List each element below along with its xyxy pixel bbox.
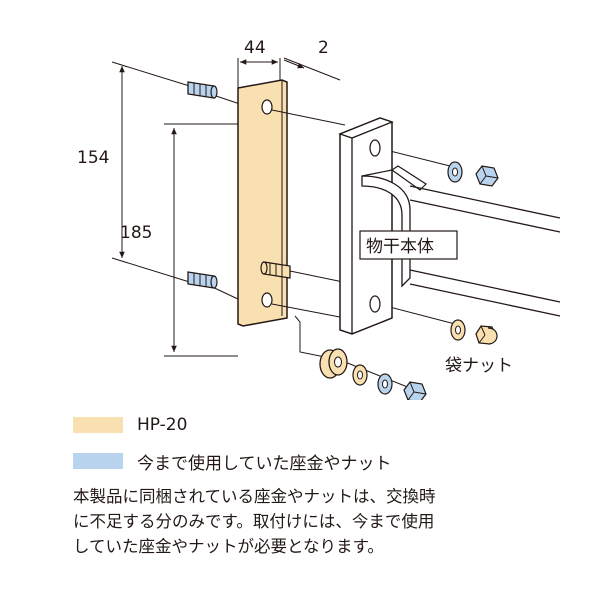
mounting-diagram: 44 2 154 185: [77, 38, 561, 400]
hp20-plate: [237, 79, 288, 327]
flat-washer: [377, 373, 393, 395]
dim-154-label: 154: [77, 148, 109, 168]
cap-nut-label: 袋ナット: [445, 356, 513, 376]
dim-2-label: 2: [318, 38, 329, 58]
spacer-collar: [319, 348, 348, 379]
dim-185-label: 185: [120, 223, 152, 243]
upper-nut-icon: [475, 165, 499, 187]
legend-hp20: HP-20: [73, 414, 553, 436]
anchor-bolt-upper: [187, 81, 241, 105]
legend-existing-text: 今まで使用していた座金やナット: [137, 453, 392, 474]
legend-existing-parts: 今まで使用していた座金やナット: [73, 450, 553, 474]
note-paragraph: 本製品に同梱されている座金やナットは、交換時 に不足する分のみです。取付けには、…: [73, 484, 593, 559]
cap-nut-icon: [475, 325, 498, 345]
rack-bracket: [338, 117, 561, 335]
upper-washer: [447, 161, 463, 183]
note-line: に不足する分のみです。取付けには、今まで使用: [73, 512, 435, 531]
dimension-185: 185: [120, 123, 238, 357]
legend-hp20-text: HP-20: [137, 415, 188, 435]
legend-hp20-swatch: [73, 417, 123, 433]
main-body-label: 物干本体: [366, 237, 434, 257]
lower-washer: [450, 319, 466, 341]
main-body-label-box: [359, 230, 458, 260]
dimension-154: 154: [77, 61, 197, 285]
note-line: 本製品に同梱されている座金やナットは、交換時: [73, 487, 436, 506]
legend-existing-swatch: [73, 453, 123, 469]
dimension-thickness: 2: [283, 38, 341, 81]
spring-washer: [352, 364, 368, 386]
note-line: していた座金やナットが必要となります。: [73, 537, 384, 556]
dim-44-label: 44: [244, 38, 266, 58]
dimension-width: 44: [237, 38, 281, 88]
plate-stud: [260, 261, 291, 279]
lower-nut-icon: [403, 381, 427, 400]
anchor-bolt-lower: [187, 271, 241, 301]
